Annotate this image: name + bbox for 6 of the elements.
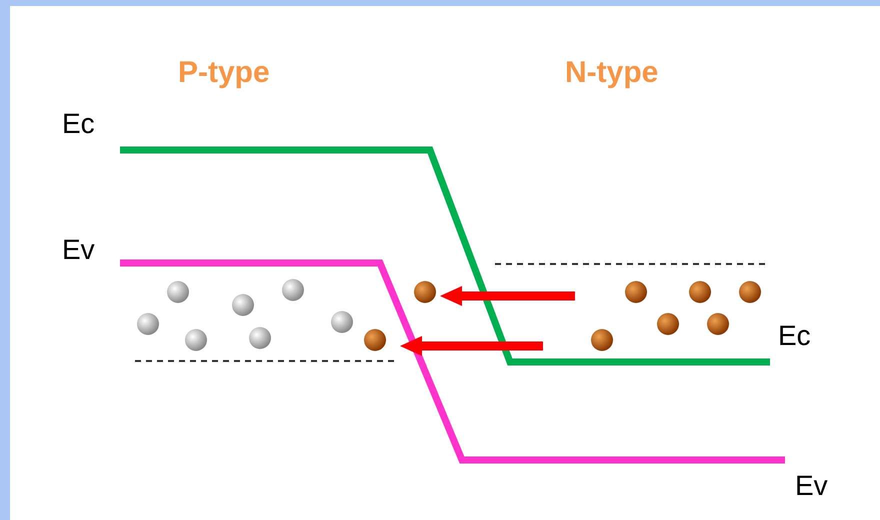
band-label: Ec	[778, 322, 811, 350]
band-label: Ev	[795, 472, 828, 500]
region-title: P-type	[178, 58, 270, 88]
region-title: N-type	[565, 58, 658, 88]
band-label: Ec	[62, 110, 95, 138]
band-label: Ev	[62, 236, 95, 264]
